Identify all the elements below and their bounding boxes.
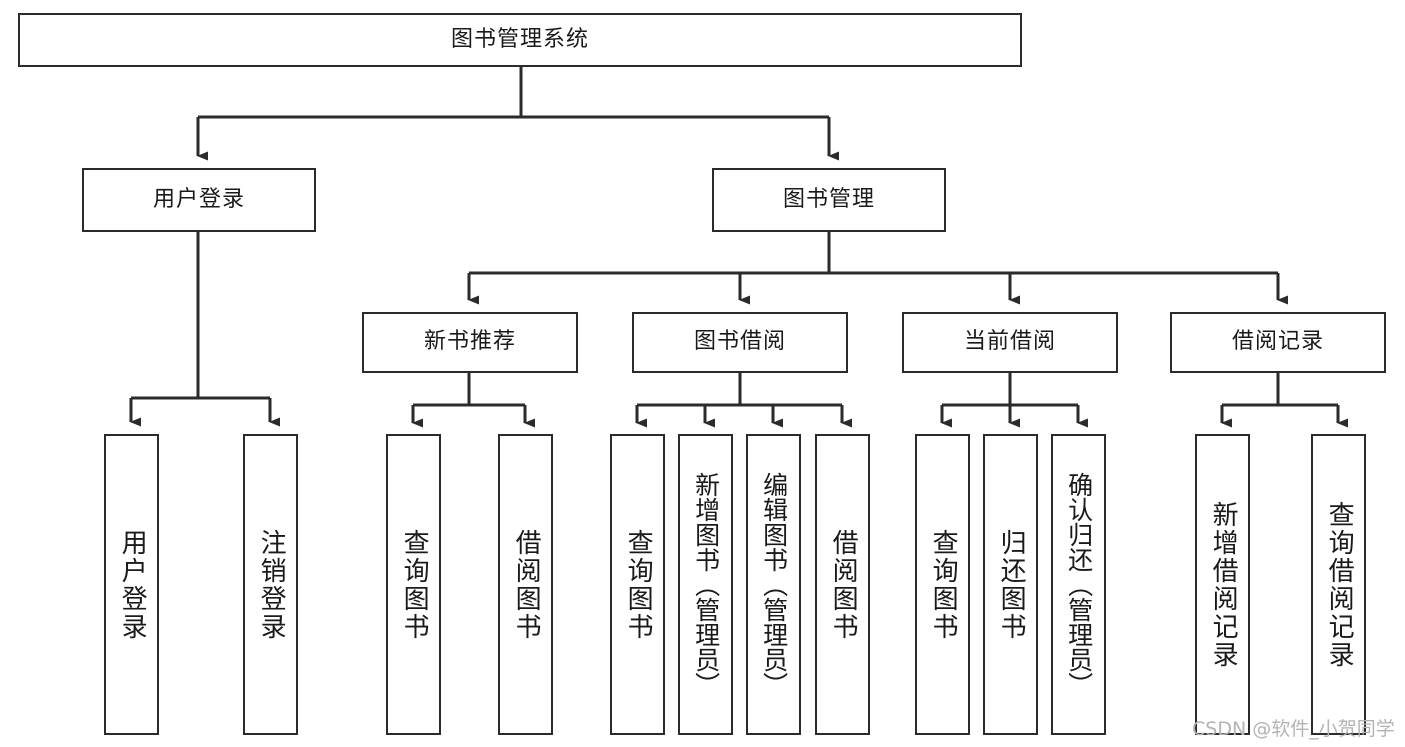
leaf-records-add[interactable]: 新增借阅记录 bbox=[1195, 434, 1250, 735]
node-label: 查询图书 bbox=[623, 528, 654, 641]
leaf-book-borrow-query[interactable]: 查询图书 bbox=[610, 434, 665, 735]
leaf-book-borrow-edit-admin[interactable]: 编辑图书（管理员） bbox=[746, 434, 801, 735]
node-label: 注销登录 bbox=[256, 528, 287, 641]
node-label: 图书管理 bbox=[782, 186, 875, 212]
csdn-watermark: CSDN @软件_小贺同学 bbox=[1192, 718, 1395, 740]
node-user-login[interactable]: 用户登录 bbox=[82, 168, 316, 232]
node-label: 当前借阅 bbox=[963, 329, 1056, 355]
leaf-user-login-login[interactable]: 用户登录 bbox=[104, 434, 159, 735]
node-label: 新增借阅记录 bbox=[1208, 500, 1239, 669]
node-label: 借阅图书 bbox=[828, 528, 859, 641]
node-label: 编辑图书（管理员） bbox=[759, 472, 789, 697]
node-label: 确认归还（管理员） bbox=[1064, 472, 1094, 697]
node-borrow-records[interactable]: 借阅记录 bbox=[1170, 312, 1386, 373]
node-label: 归还图书 bbox=[996, 528, 1027, 641]
node-label: 用户登录 bbox=[152, 186, 245, 212]
leaf-book-borrow-borrow[interactable]: 借阅图书 bbox=[815, 434, 870, 735]
node-label: 查询借阅记录 bbox=[1324, 500, 1355, 669]
node-label: 用户登录 bbox=[117, 528, 148, 641]
node-label: 新书推荐 bbox=[423, 329, 516, 355]
node-book-management[interactable]: 图书管理 bbox=[712, 168, 946, 232]
node-label: 查询图书 bbox=[928, 528, 959, 641]
leaf-new-book-borrow[interactable]: 借阅图书 bbox=[498, 434, 553, 735]
leaf-current-borrow-return[interactable]: 归还图书 bbox=[983, 434, 1038, 735]
leaf-new-book-query[interactable]: 查询图书 bbox=[386, 434, 441, 735]
leaf-user-login-logout[interactable]: 注销登录 bbox=[243, 434, 298, 735]
node-current-borrow[interactable]: 当前借阅 bbox=[902, 312, 1118, 373]
node-label: 借阅图书 bbox=[511, 528, 542, 641]
leaf-book-borrow-add-admin[interactable]: 新增图书（管理员） bbox=[678, 434, 733, 735]
leaf-current-borrow-confirm-admin[interactable]: 确认归还（管理员） bbox=[1051, 434, 1106, 735]
node-label: 图书管理系统 bbox=[450, 26, 589, 52]
leaf-records-query[interactable]: 查询借阅记录 bbox=[1311, 434, 1366, 735]
leaf-current-borrow-query[interactable]: 查询图书 bbox=[915, 434, 970, 735]
node-root-system[interactable]: 图书管理系统 bbox=[18, 13, 1022, 67]
node-label: 查询图书 bbox=[399, 528, 430, 641]
node-label: 借阅记录 bbox=[1231, 329, 1324, 355]
node-label: 新增图书（管理员） bbox=[691, 472, 721, 697]
node-new-book-recommend[interactable]: 新书推荐 bbox=[362, 312, 578, 373]
node-book-borrow[interactable]: 图书借阅 bbox=[632, 312, 848, 373]
node-label: 图书借阅 bbox=[693, 329, 786, 355]
